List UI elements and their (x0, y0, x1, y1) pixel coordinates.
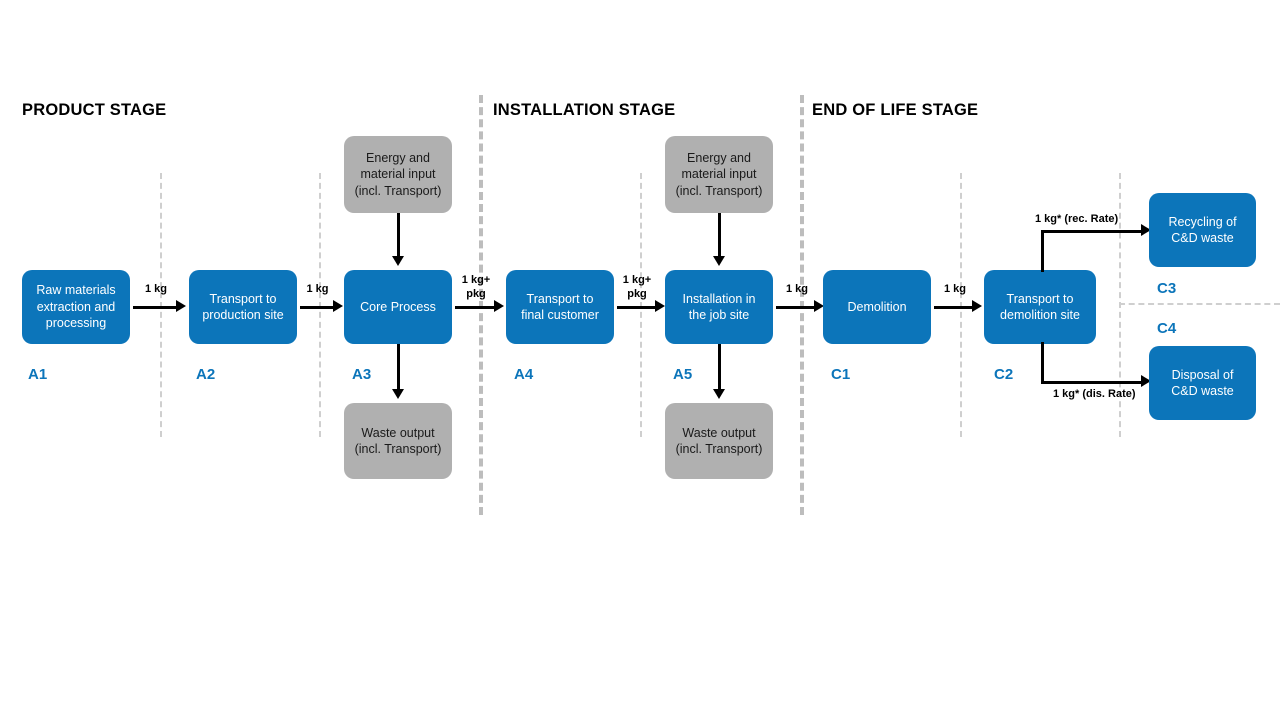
arrow-head-a3-to-a4 (494, 300, 504, 312)
node-a5-label: Installation in the job site (682, 291, 756, 323)
arrow-c2-to-c4-horizontal (1041, 381, 1141, 384)
node-c1-demolition[interactable]: Demolition (823, 270, 931, 344)
node-waste-output-a5[interactable]: Waste output (incl. Transport) (665, 403, 773, 479)
arrow-head-a4-to-a5 (655, 300, 665, 312)
code-a1: A1 (28, 366, 48, 383)
flow-label-a2-a3: 1 kg (306, 283, 329, 295)
stage-title-end-of-life-stage: END OF LIFE STAGE (812, 101, 979, 119)
flow-label-c1-c2: 1 kg (943, 283, 966, 295)
flow-label-a3-a4: 1 kg+ pkg (461, 274, 491, 300)
arrow-head-a5-to-c1 (814, 300, 824, 312)
module-divider-c1-c2 (960, 173, 962, 437)
node-energy-input-a5[interactable]: Energy and material input (incl. Transpo… (665, 136, 773, 213)
stage-title-product-stage: PRODUCT STAGE (22, 101, 167, 119)
arrow-c2-to-c4-vertical (1041, 342, 1044, 383)
code-a2: A2 (196, 366, 216, 383)
node-a2-label: Transport to production site (202, 291, 284, 323)
node-waste-output-a3-label: Waste output (incl. Transport) (354, 425, 442, 457)
node-waste-output-a3[interactable]: Waste output (incl. Transport) (344, 403, 452, 479)
arrow-a4-to-a5 (617, 306, 655, 309)
code-a4: A4 (514, 366, 534, 383)
node-energy-input-a3-label: Energy and material input (incl. Transpo… (354, 150, 442, 198)
arrow-head-c1-to-c2 (972, 300, 982, 312)
node-a3-core-process[interactable]: Core Process (344, 270, 452, 344)
stage-title-installation-stage: INSTALLATION STAGE (493, 101, 676, 119)
arrow-c1-to-c2 (934, 306, 972, 309)
node-energy-input-a5-label: Energy and material input (incl. Transpo… (675, 150, 763, 198)
module-divider-a2-a3 (319, 173, 321, 437)
arrow-energy-to-a5 (718, 213, 721, 257)
arrow-head-energy-to-a5 (713, 256, 725, 266)
node-c4-disposal[interactable]: Disposal of C&D waste (1149, 346, 1256, 420)
node-a4-transport-customer[interactable]: Transport to final customer (506, 270, 614, 344)
arrow-head-a3-to-waste (392, 389, 404, 399)
flow-label-a1-a2: 1 kg (144, 283, 167, 295)
node-c2-transport-demolition[interactable]: Transport to demolition site (984, 270, 1096, 344)
arrow-energy-to-a3 (397, 213, 400, 257)
node-a5-installation[interactable]: Installation in the job site (665, 270, 773, 344)
node-c3-label: Recycling of C&D waste (1168, 214, 1237, 246)
node-waste-output-a5-label: Waste output (incl. Transport) (675, 425, 763, 457)
flow-label-a5-c1: 1 kg (785, 283, 808, 295)
arrow-a5-to-c1 (776, 306, 814, 309)
node-c1-label: Demolition (847, 299, 907, 314)
node-a3-label: Core Process (360, 299, 436, 314)
module-divider-a1-a2 (160, 173, 162, 437)
code-c1: C1 (831, 366, 851, 383)
code-c3: C3 (1157, 280, 1177, 297)
node-a1-label: Raw materials extraction and processing (36, 283, 116, 331)
flow-label-c2-c3: 1 kg* (rec. Rate) (1035, 213, 1119, 225)
node-a2-transport-production[interactable]: Transport to production site (189, 270, 297, 344)
node-c4-label: Disposal of C&D waste (1171, 367, 1234, 399)
arrow-a3-to-waste (397, 344, 400, 390)
module-divider-c2-c3c4 (1119, 173, 1121, 437)
code-c2: C2 (994, 366, 1014, 383)
node-c3-recycling[interactable]: Recycling of C&D waste (1149, 193, 1256, 267)
arrow-head-c2-to-c3 (1141, 224, 1151, 236)
code-c4: C4 (1157, 320, 1177, 337)
arrow-head-a2-to-a3 (333, 300, 343, 312)
code-a3: A3 (352, 366, 372, 383)
arrow-c2-to-c3-horizontal (1041, 230, 1141, 233)
code-a5: A5 (673, 366, 693, 383)
arrow-head-energy-to-a3 (392, 256, 404, 266)
node-energy-input-a3[interactable]: Energy and material input (incl. Transpo… (344, 136, 452, 213)
module-divider-c3-c4 (1119, 303, 1280, 305)
node-a1-raw-materials[interactable]: Raw materials extraction and processing (22, 270, 130, 344)
arrow-a3-to-a4 (455, 306, 494, 309)
stage-divider-product-installation (479, 95, 483, 515)
arrow-head-c2-to-c4 (1141, 375, 1151, 387)
stage-divider-installation-endoflife (800, 95, 804, 515)
arrow-head-a1-to-a2 (176, 300, 186, 312)
arrow-head-a5-to-waste (713, 389, 725, 399)
node-c2-label: Transport to demolition site (1000, 291, 1080, 323)
arrow-a2-to-a3 (300, 306, 333, 309)
node-a4-label: Transport to final customer (521, 291, 599, 323)
arrow-a1-to-a2 (133, 306, 176, 309)
flow-label-c2-c4: 1 kg* (dis. Rate) (1053, 388, 1136, 400)
module-divider-a4-a5 (640, 173, 642, 437)
arrow-a5-to-waste (718, 344, 721, 390)
arrow-c2-to-c3-vertical (1041, 232, 1044, 272)
flow-label-a4-a5: 1 kg+ pkg (622, 274, 652, 300)
